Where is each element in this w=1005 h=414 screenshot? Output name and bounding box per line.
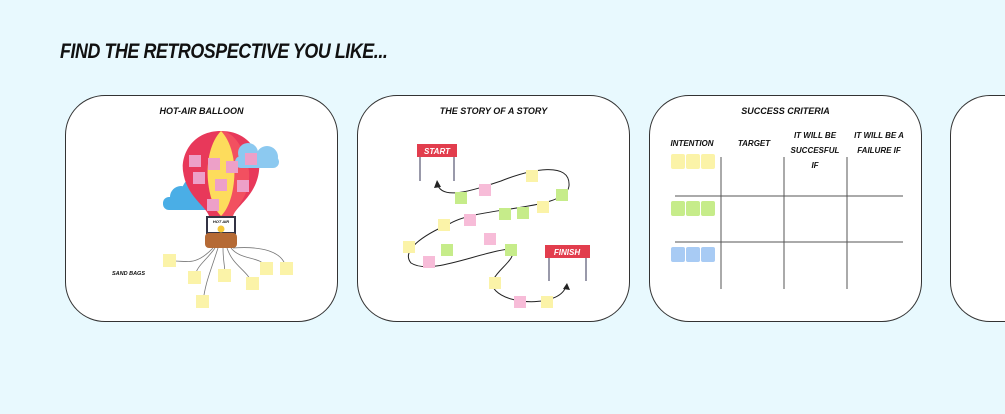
sticky-notes-blue — [671, 247, 715, 262]
card-title: THE STORY OF A STORY — [439, 106, 548, 116]
story-path-illustration: START FINISH — [403, 144, 590, 308]
retro-card-success-criteria[interactable]: SUCCESS CRITERIA INTENTION TARGET IT WIL… — [649, 95, 922, 322]
retro-card-story-of-a-story[interactable]: THE STORY OF A STORY START FINISH — [357, 95, 630, 322]
sticky-notes-pink — [189, 153, 257, 211]
column-header-intention: INTENTION — [670, 139, 714, 148]
sand-bags-label: SAND BAGS — [112, 271, 145, 277]
sticky-notes — [403, 170, 568, 308]
card-title: SUCCESS CRITERIA — [741, 106, 830, 116]
hot-air-balloon-illustration: HOT AIR SAND BAGS — [112, 131, 293, 308]
column-header-successful-if: IT WILL BE SUCCESFUL IF — [790, 131, 840, 170]
start-label: START — [424, 147, 451, 156]
column-header-target: TARGET — [737, 139, 771, 148]
column-header-failure-if: IT WILL BE A FAILURE IF — [854, 131, 904, 155]
criteria-grid — [671, 154, 903, 289]
basket-label: HOT AIR — [213, 219, 229, 224]
sticky-notes-yellow — [671, 154, 715, 169]
finish-banner-icon: FINISH — [545, 245, 590, 281]
sticky-notes-green — [671, 201, 715, 216]
finish-label: FINISH — [554, 248, 580, 257]
retro-card-hot-air-balloon[interactable]: HOT-AIR BALLOON HOT AIR SAND BAGS — [65, 95, 338, 322]
start-banner-icon: START — [417, 144, 457, 181]
card-title: HOT-AIR BALLOON — [159, 106, 244, 116]
page-heading: FIND THE RETROSPECTIVE YOU LIKE... — [60, 40, 388, 63]
sticky-notes-yellow — [163, 254, 293, 308]
retro-card-partial[interactable] — [950, 95, 1005, 322]
